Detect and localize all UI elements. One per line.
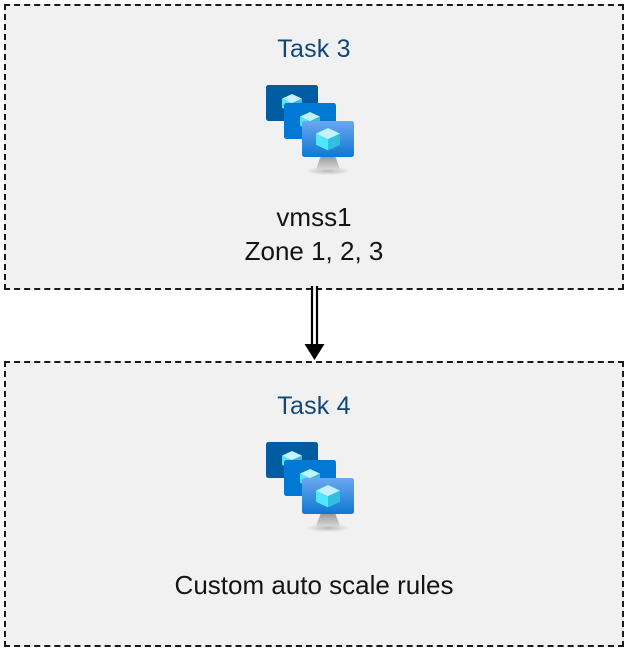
task-box-task-4[interactable]: Task 4 <box>4 361 624 647</box>
task-3-caption: vmss1 Zone 1, 2, 3 <box>244 202 384 266</box>
azure-vm-scale-set-icon <box>266 85 354 176</box>
task-box-task-3[interactable]: Task 3 <box>4 4 624 290</box>
azure-vm-scale-set-icon <box>266 442 354 533</box>
task-4-caption: Custom auto scale rules <box>174 570 454 600</box>
connector-arrow-task3-to-task4 <box>304 286 325 360</box>
cube-glyph-front <box>316 128 340 151</box>
task-4-title: Task 4 <box>277 392 351 420</box>
task-3-title: Task 3 <box>277 35 351 63</box>
